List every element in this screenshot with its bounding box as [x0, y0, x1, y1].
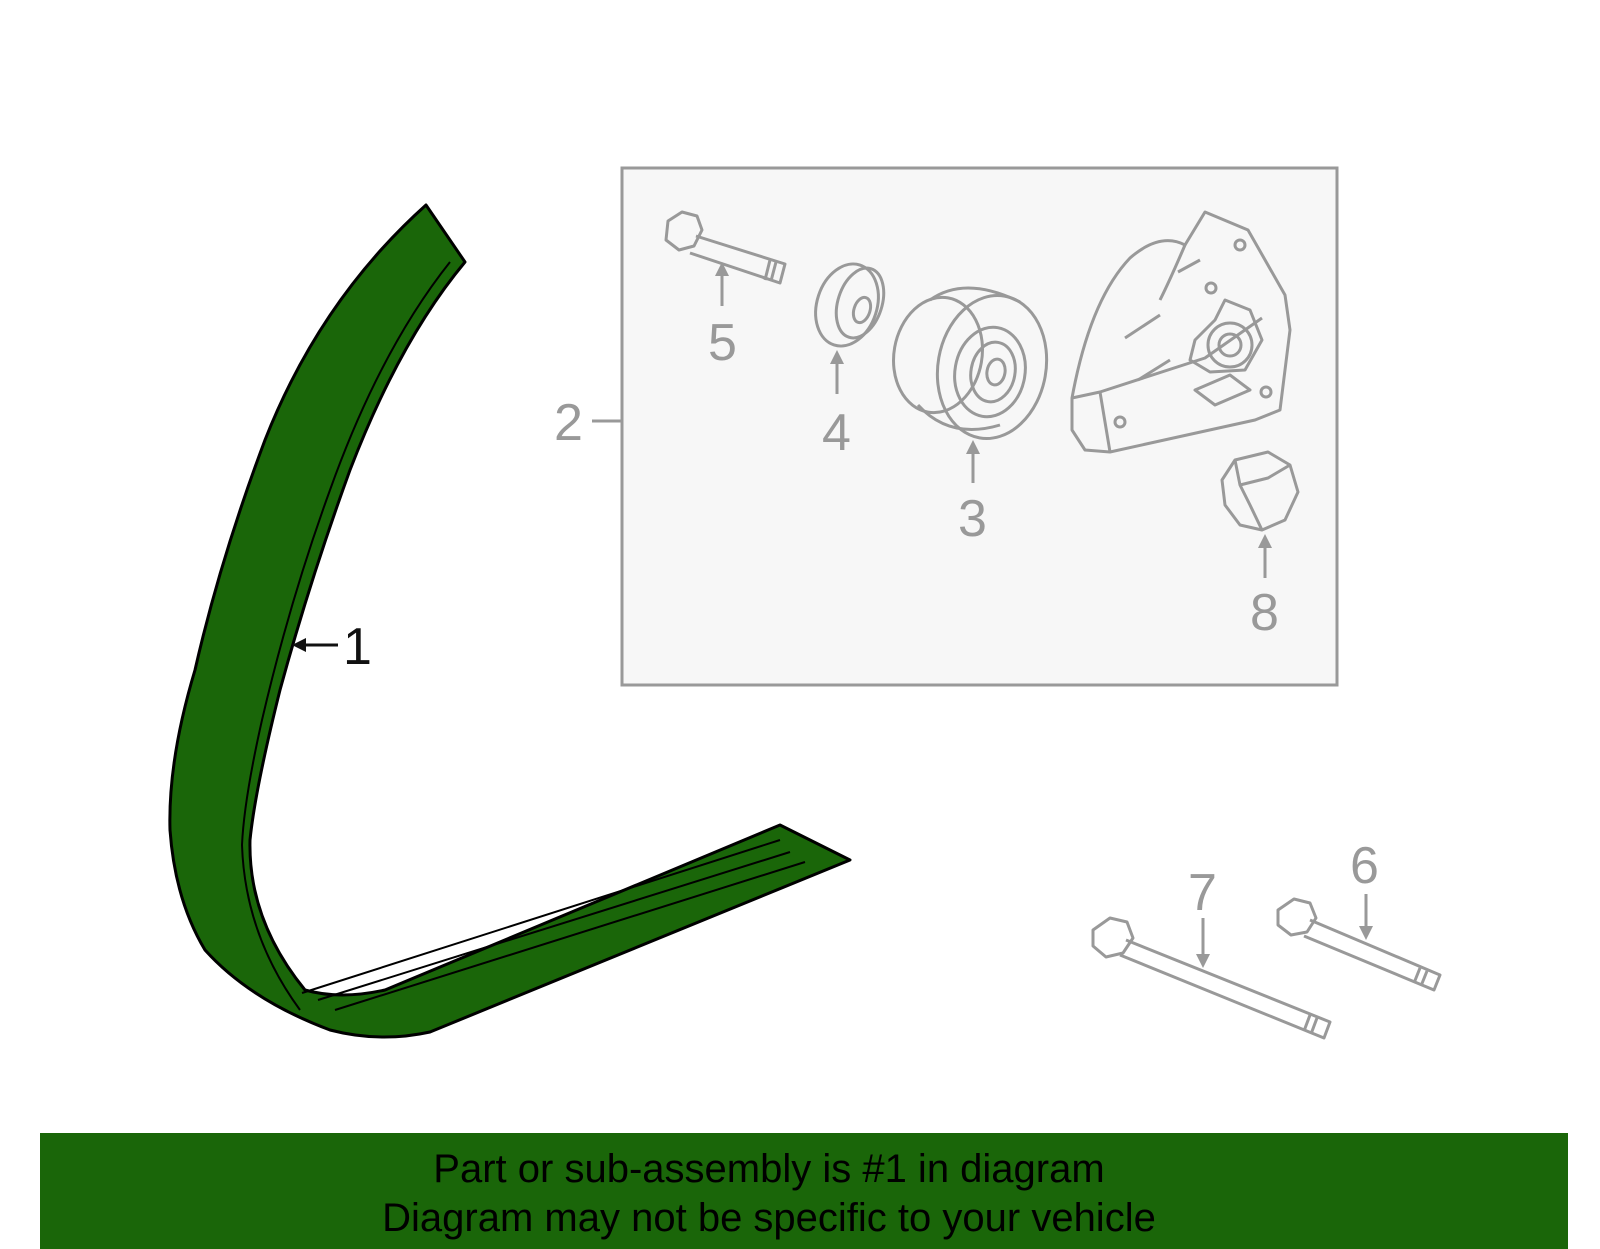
- cap-part-8[interactable]: [1220, 450, 1300, 532]
- arrowhead-8: [1258, 534, 1272, 548]
- bolt-part-5[interactable]: [664, 210, 787, 285]
- callout-3: 3: [958, 490, 987, 548]
- arrowhead-7: [1196, 954, 1210, 968]
- belt-part-1[interactable]: [168, 203, 852, 1039]
- callout-2: 2: [554, 394, 583, 452]
- bolt-part-6[interactable]: [1276, 897, 1442, 992]
- tensioner-bracket[interactable]: [1070, 210, 1292, 454]
- subassembly-box: [620, 166, 1339, 687]
- pulley-part-3[interactable]: [885, 286, 1058, 448]
- info-banner: Part or sub-assembly is #1 in diagram Di…: [40, 1133, 1568, 1249]
- arrowhead-6: [1359, 926, 1373, 940]
- bolt-part-7[interactable]: [1091, 916, 1332, 1040]
- callout-8: 8: [1250, 584, 1279, 642]
- callout-4: 4: [822, 404, 851, 462]
- arrowhead-3: [966, 440, 980, 454]
- arrowhead-4: [830, 350, 844, 364]
- banner-line-1: Part or sub-assembly is #1 in diagram: [433, 1147, 1105, 1191]
- callout-5: 5: [708, 314, 737, 372]
- callout-7: 7: [1188, 864, 1217, 922]
- callout-1: 1: [343, 618, 372, 676]
- callout-6: 6: [1350, 837, 1379, 895]
- banner-line-2: Diagram may not be specific to your vehi…: [382, 1196, 1156, 1240]
- washer-part-4[interactable]: [805, 256, 892, 354]
- arrowhead-5: [715, 262, 729, 276]
- arrowhead-1: [292, 638, 306, 652]
